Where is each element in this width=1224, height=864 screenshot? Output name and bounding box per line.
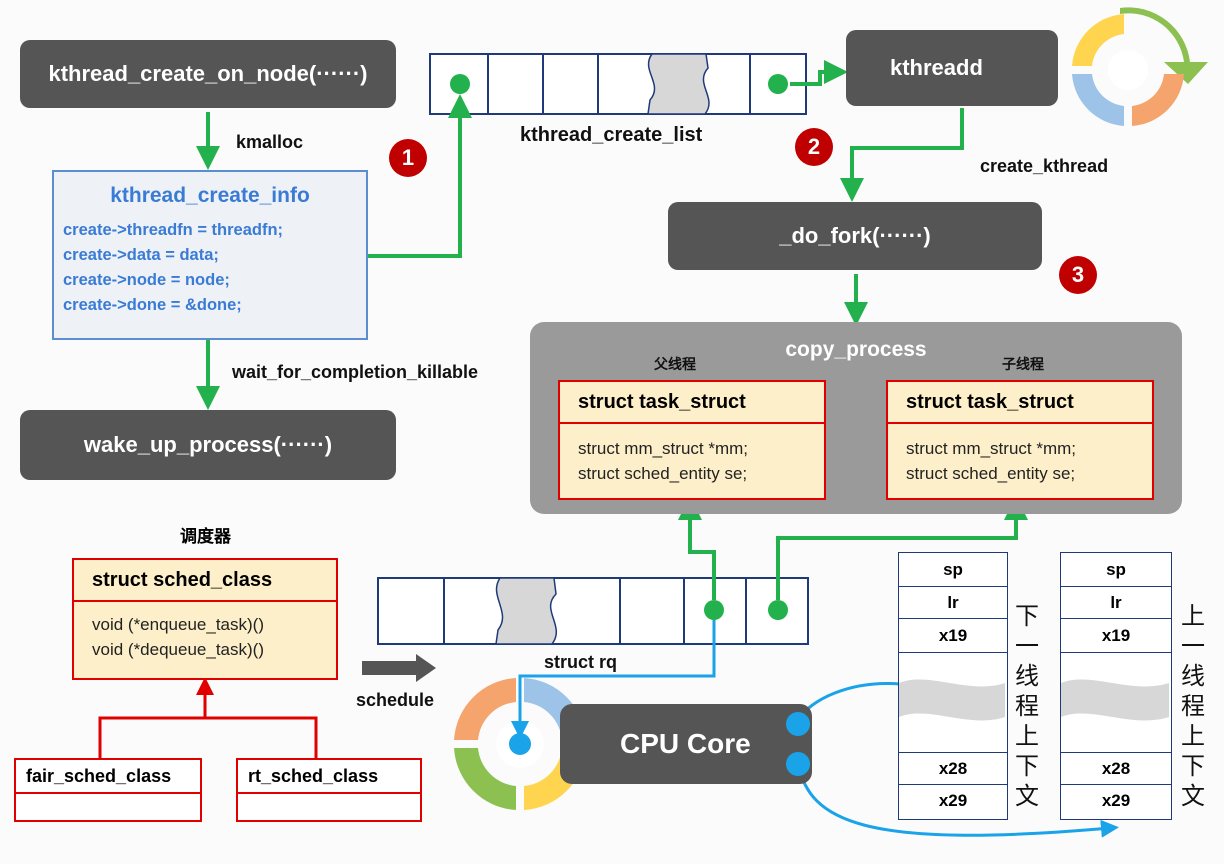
kthread-create-on-node-box: kthread_create_on_node(······) bbox=[20, 40, 396, 108]
sched-class-line: void (*dequeue_task)() bbox=[92, 640, 264, 659]
fair-sched-class-label: fair_sched_class bbox=[16, 760, 200, 794]
stack-cell: x28 bbox=[899, 753, 1007, 785]
do-fork-label: _do_fork(······) bbox=[779, 223, 931, 248]
sched-class-title: struct sched_class bbox=[74, 560, 336, 602]
register-port-icon bbox=[786, 752, 810, 776]
stack-cell: x19 bbox=[899, 619, 1007, 653]
parent-task-line: struct mm_struct *mm; bbox=[578, 439, 749, 458]
wake-up-process-box: wake_up_process(······) bbox=[20, 410, 396, 480]
info-line: create->done = &done; bbox=[63, 296, 242, 314]
kmalloc-label: kmalloc bbox=[236, 132, 304, 152]
next-context-caption: 下一线程上下文 bbox=[1015, 603, 1039, 810]
kthread-create-info-title: kthread_create_info bbox=[110, 184, 310, 207]
stack-cell: x29 bbox=[1101, 791, 1131, 810]
info-line: create->threadfn = threadfn; bbox=[63, 221, 284, 239]
rt-sched-class-box: rt_sched_class bbox=[236, 758, 422, 822]
stack-gap bbox=[899, 653, 1007, 753]
kthread-create-list-label: kthread_create_list bbox=[520, 124, 703, 146]
copy-process-box: copy_process 父线程 子线程 struct task_struct … bbox=[530, 322, 1182, 514]
rt-sched-class-label: rt_sched_class bbox=[238, 760, 420, 794]
stack-gap bbox=[1061, 653, 1171, 753]
parent-task-struct-title: struct task_struct bbox=[560, 382, 824, 424]
cpu-core-label: CPU Core bbox=[620, 728, 751, 759]
kthread-create-list-queue bbox=[429, 53, 807, 115]
fair-sched-class-box: fair_sched_class bbox=[14, 758, 202, 822]
prev-context-caption: 上一线程上下文 bbox=[1181, 603, 1205, 810]
create-kthread-label: create_kthread bbox=[980, 156, 1109, 176]
parent-task-line: struct sched_entity se; bbox=[578, 464, 748, 483]
info-line: create->data = data; bbox=[63, 246, 219, 264]
kthreadd-label: kthreadd bbox=[890, 55, 983, 80]
stack-cell: sp bbox=[1061, 553, 1171, 587]
schedule-label: schedule bbox=[356, 690, 435, 710]
cycle-icon bbox=[1072, 7, 1208, 126]
child-thread-label: 子线程 bbox=[1002, 356, 1044, 372]
stack-cell: x28 bbox=[1061, 753, 1171, 785]
stack-cell: x29 bbox=[938, 791, 968, 810]
child-task-line: struct sched_entity se; bbox=[906, 464, 1076, 483]
register-port-icon bbox=[786, 712, 810, 736]
struct-rq-label: struct rq bbox=[544, 652, 618, 672]
stack-cell: x19 bbox=[1061, 619, 1171, 653]
child-task-line: struct mm_struct *mm; bbox=[906, 439, 1077, 458]
child-task-struct-title: struct task_struct bbox=[888, 382, 1152, 424]
struct-rq-queue bbox=[377, 577, 809, 645]
kthreadd-box: kthreadd bbox=[846, 30, 1058, 106]
cpu-core-box: CPU Core bbox=[560, 704, 812, 784]
stack-cell: sp bbox=[899, 553, 1007, 587]
info-line: create->node = node; bbox=[63, 271, 230, 289]
stack-cell: lr bbox=[899, 587, 1007, 619]
wait-for-completion-label: wait_for_completion_killable bbox=[232, 362, 479, 382]
parent-thread-label: 父线程 bbox=[654, 356, 696, 372]
kthread-create-info-box: kthread_create_info create->threadfn = t… bbox=[52, 170, 368, 340]
sched-class-line: void (*enqueue_task)() bbox=[92, 615, 264, 634]
kthread-create-on-node-label: kthread_create_on_node(······) bbox=[48, 61, 368, 86]
do-fork-box: _do_fork(······) bbox=[668, 202, 1042, 270]
parent-task-struct: struct task_struct struct mm_struct *mm;… bbox=[558, 380, 826, 500]
next-context-stack: sp lr x19 x28 x29 bbox=[898, 552, 1008, 820]
wake-up-process-label: wake_up_process(······) bbox=[83, 432, 333, 457]
stack-cell: lr bbox=[1061, 587, 1171, 619]
copy-process-title: copy_process bbox=[785, 338, 927, 361]
sched-class-box: struct sched_class void (*enqueue_task)(… bbox=[72, 558, 338, 680]
step-badge-3: 3 bbox=[1059, 256, 1097, 294]
prev-context-stack: sp lr x19 x28 x29 bbox=[1060, 552, 1172, 820]
child-task-struct: struct task_struct struct mm_struct *mm;… bbox=[886, 380, 1154, 500]
scheduler-label: 调度器 bbox=[180, 527, 231, 546]
step-badge-2: 2 bbox=[795, 128, 833, 166]
step-badge-1: 1 bbox=[389, 139, 427, 177]
